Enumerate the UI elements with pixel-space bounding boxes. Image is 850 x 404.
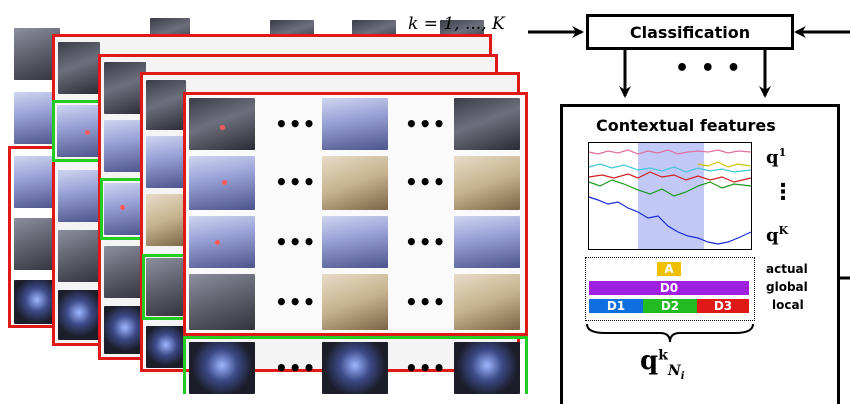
frame-thumbnail bbox=[189, 274, 255, 330]
q-neighborhood-sup: k bbox=[658, 347, 668, 364]
frame-thumbnail bbox=[104, 306, 146, 354]
ellipsis: ••• bbox=[405, 112, 447, 136]
gaze-point bbox=[220, 125, 225, 130]
ellipsis: ••• bbox=[275, 112, 317, 136]
row-label-actual: actual bbox=[766, 262, 808, 276]
feature-line-yellow bbox=[697, 161, 752, 168]
frame-thumbnail bbox=[104, 62, 146, 114]
frame-thumbnail bbox=[104, 120, 146, 172]
classification-label: Classification bbox=[629, 22, 751, 42]
frame-thumbnail bbox=[146, 258, 186, 316]
gaze-point bbox=[120, 205, 125, 210]
bar-local-d2: D2 bbox=[643, 299, 697, 313]
q-neighborhood-letter: q bbox=[640, 346, 659, 376]
frame-thumbnail bbox=[322, 156, 388, 210]
ellipsis: ••• bbox=[405, 170, 447, 194]
feature-line-green bbox=[588, 179, 752, 197]
frame-thumbnail bbox=[189, 216, 255, 268]
frame-thumbnail bbox=[322, 274, 388, 330]
bar-local-d1: D1 bbox=[589, 299, 643, 313]
frame-thumbnail bbox=[322, 98, 388, 150]
q-last-letter: q bbox=[766, 225, 779, 246]
frame-thumbnail bbox=[104, 183, 146, 235]
frame-thumbnail bbox=[454, 274, 520, 330]
ellipsis: ••• bbox=[405, 230, 447, 254]
q-last-label: qK bbox=[766, 224, 788, 246]
feature-line-pink bbox=[588, 149, 752, 155]
frame-thumbnail bbox=[454, 98, 520, 150]
highlight-window bbox=[638, 143, 704, 249]
q-last-sup: K bbox=[778, 224, 789, 237]
q-neighborhood-sub: Ni bbox=[667, 363, 685, 382]
ellipsis: ••• bbox=[405, 290, 447, 314]
neighborhood-dotted-box bbox=[585, 257, 755, 321]
frame-thumbnail bbox=[57, 105, 99, 157]
green-frame-positive bbox=[183, 336, 528, 394]
q-first-label: q1 bbox=[766, 146, 786, 168]
ellipsis: ••• bbox=[275, 356, 317, 380]
frame-thumbnail bbox=[322, 216, 388, 268]
ellipsis: ••• bbox=[275, 170, 317, 194]
frame-thumbnail bbox=[322, 342, 388, 394]
frame-thumbnail bbox=[454, 342, 520, 394]
middle-dots: • • • bbox=[675, 56, 743, 81]
q-neighborhood-sub-letter: N bbox=[667, 363, 681, 380]
image-stack: ••• ••• ••• ••• ••• ••• ••• ••• ••• ••• bbox=[8, 18, 528, 394]
frame-thumbnail bbox=[189, 98, 255, 150]
q-first-sup: 1 bbox=[778, 146, 787, 159]
frame-thumbnail bbox=[454, 156, 520, 210]
classification-box: Classification bbox=[586, 14, 794, 50]
frame-thumbnail bbox=[189, 342, 255, 394]
k-range-label: k = 1, ..., K bbox=[408, 14, 505, 34]
row-label-global: global bbox=[766, 280, 808, 294]
feature-line-cyan bbox=[588, 163, 752, 173]
frame-thumbnail bbox=[58, 230, 100, 282]
frame-thumbnail bbox=[146, 136, 186, 188]
brace bbox=[586, 323, 754, 343]
gaze-point bbox=[222, 180, 227, 185]
feature-line-blue bbox=[588, 196, 752, 245]
gaze-point bbox=[85, 130, 90, 135]
frame-thumbnail bbox=[454, 216, 520, 268]
feature-line-red bbox=[588, 171, 752, 183]
frame-thumbnail bbox=[146, 326, 186, 368]
frame-thumbnail bbox=[146, 80, 186, 130]
bar-actual: A bbox=[657, 262, 681, 276]
frame-thumbnail bbox=[146, 194, 186, 246]
feature-plot bbox=[588, 142, 752, 250]
ellipsis: ••• bbox=[405, 356, 447, 380]
q-neighborhood-label: qkNi bbox=[640, 346, 685, 382]
q-first-letter: q bbox=[766, 147, 779, 168]
vertical-dots: ⋮ bbox=[772, 180, 794, 205]
bar-local-d3: D3 bbox=[697, 299, 749, 313]
connector-arrows bbox=[528, 26, 850, 280]
bar-global: D0 bbox=[589, 281, 749, 295]
frame-thumbnail bbox=[58, 170, 100, 222]
ellipsis: ••• bbox=[275, 290, 317, 314]
q-neighborhood-subsub: i bbox=[680, 370, 685, 382]
frame-thumbnail bbox=[58, 290, 100, 340]
frame-thumbnail bbox=[58, 42, 100, 94]
frame-thumbnail bbox=[104, 246, 146, 298]
row-label-local: local bbox=[772, 298, 804, 312]
ellipsis: ••• bbox=[275, 230, 317, 254]
contextual-title: Contextual features bbox=[596, 116, 776, 135]
gaze-point bbox=[215, 240, 220, 245]
